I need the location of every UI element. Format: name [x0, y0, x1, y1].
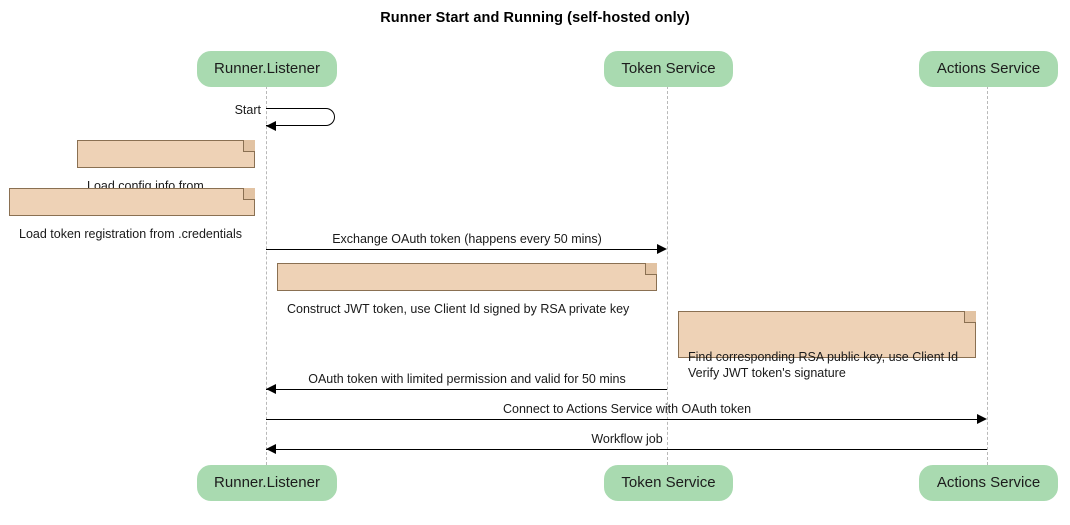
note-text: Load token registration from .credential…: [19, 227, 243, 241]
participant-label: Actions Service: [936, 474, 1041, 491]
message-exchange-oauth-token-label: Exchange OAuth token (happens every 50 m…: [332, 232, 602, 246]
message-oauth-token-response-label: OAuth token with limited permission and …: [308, 372, 626, 386]
note-load-config: Load config info from .runner: [77, 140, 255, 209]
message-oauth-token-response-arrowhead: [266, 384, 276, 394]
participant-token-service-top[interactable]: Token Service: [604, 51, 733, 87]
message-connect-actions-service-label: Connect to Actions Service with OAuth to…: [502, 402, 752, 416]
message-connect-actions-service-line: [266, 419, 977, 420]
message-exchange-oauth-token-line: [266, 249, 657, 250]
message-workflow-job-line: [266, 449, 987, 450]
note-text: Find corresponding RSA public key, use C…: [688, 350, 959, 380]
participant-token-service-bottom[interactable]: Token Service: [604, 465, 733, 501]
participant-label: Runner.Listener: [214, 474, 320, 491]
note-fold-icon: [964, 311, 976, 323]
note-load-token-registration: Load token registration from .credential…: [9, 188, 255, 241]
note-text: Construct JWT token, use Client Id signe…: [287, 302, 630, 316]
message-workflow-job-arrowhead: [266, 444, 276, 454]
note-construct-jwt-token: Construct JWT token, use Client Id signe…: [277, 263, 657, 316]
note-fold-icon: [243, 188, 255, 200]
participant-label: Token Service: [621, 474, 716, 491]
participant-actions-service-top[interactable]: Actions Service: [919, 51, 1058, 87]
self-message-start-loop: [266, 108, 335, 126]
note-fold-icon: [645, 263, 657, 275]
message-oauth-token-response-line: [266, 389, 667, 390]
participant-runner-listener-bottom[interactable]: Runner.Listener: [197, 465, 337, 501]
participant-label: Actions Service: [936, 60, 1041, 77]
message-connect-actions-service-arrowhead: [977, 414, 987, 424]
message-exchange-oauth-token-arrowhead: [657, 244, 667, 254]
self-message-start-label: Start: [234, 103, 261, 117]
participant-label: Token Service: [621, 60, 716, 77]
note-verify-jwt-signature: Find corresponding RSA public key, use C…: [678, 311, 976, 380]
participant-runner-listener-top[interactable]: Runner.Listener: [197, 51, 337, 87]
lifeline-token-service: [667, 86, 668, 465]
self-message-start-arrowhead: [266, 121, 276, 131]
lifeline-actions-service: [987, 86, 988, 465]
message-workflow-job-label: Workflow job: [591, 432, 663, 446]
participant-actions-service-bottom[interactable]: Actions Service: [919, 465, 1058, 501]
participant-label: Runner.Listener: [214, 60, 320, 77]
lifeline-runner-listener: [266, 86, 267, 465]
note-fold-icon: [243, 140, 255, 152]
page-title: Runner Start and Running (self-hosted on…: [380, 10, 690, 26]
